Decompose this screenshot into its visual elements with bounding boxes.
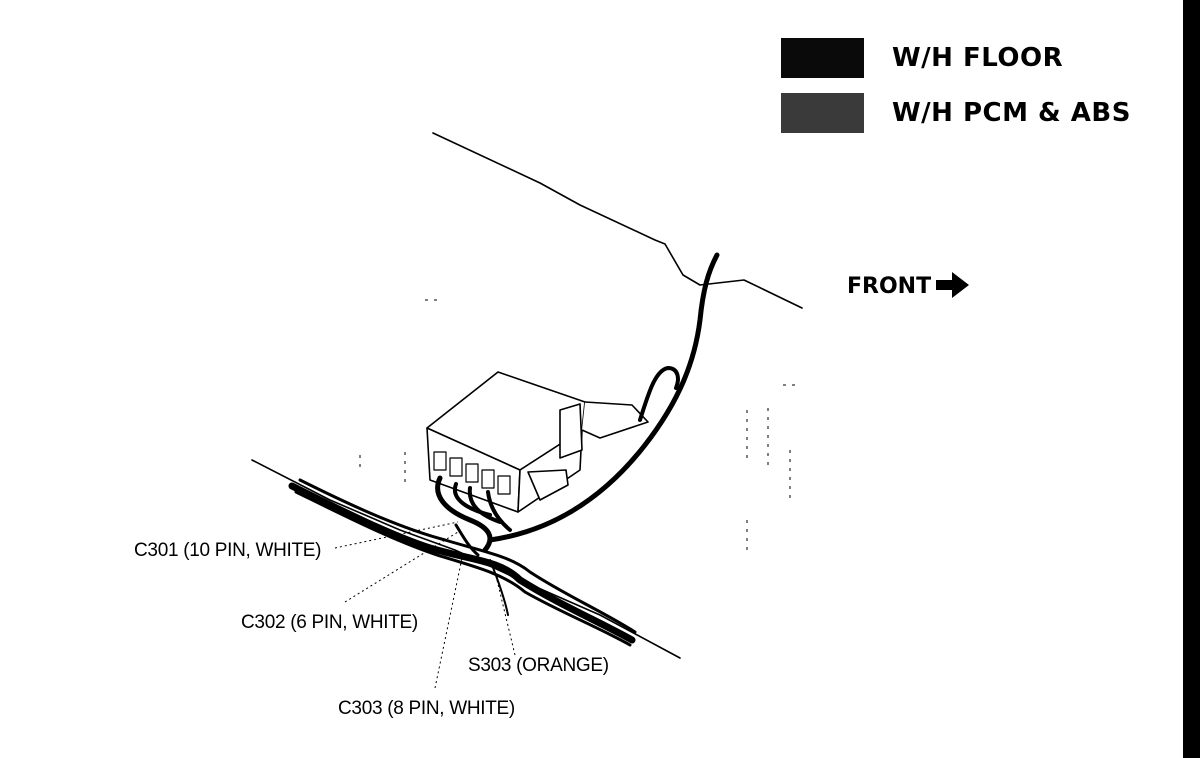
callout-leaders	[334, 521, 516, 689]
right-border-bar	[1183, 0, 1200, 758]
control-module	[426, 371, 649, 513]
module-lead-wires	[435, 475, 512, 557]
harness-pcm-abs	[487, 252, 720, 543]
leader-c302	[344, 531, 459, 603]
harness-pcm-abs-loop	[638, 366, 680, 422]
module-bracket-tab	[527, 469, 569, 501]
leader-s303	[496, 579, 516, 656]
floor-panel-edge-lower	[251, 459, 681, 659]
legend-label-floor: W/H FLOOR	[892, 43, 1063, 73]
callout-s303: S303 (ORANGE)	[468, 655, 609, 676]
module-mounting-bracket	[581, 401, 649, 439]
callout-c302: C302 (6 PIN, WHITE)	[241, 612, 418, 633]
module-connector-sockets	[433, 451, 511, 495]
harness-floor	[288, 478, 637, 647]
front-label: FRONT	[847, 274, 931, 299]
right-arrow-icon	[936, 272, 969, 298]
legend-swatch-floor	[781, 38, 864, 78]
legend-label-pcm-abs: W/H PCM & ABS	[892, 98, 1131, 128]
callout-c303: C303 (8 PIN, WHITE)	[338, 698, 515, 719]
front-indicator: FRONT	[847, 272, 969, 299]
callout-c301: C301 (10 PIN, WHITE)	[134, 540, 321, 561]
legend: W/H FLOOR W/H PCM & ABS	[781, 38, 1131, 133]
leader-c303	[434, 557, 463, 689]
leader-c301	[334, 521, 459, 549]
module-side-bracket	[559, 403, 583, 459]
legend-swatch-pcm-abs	[781, 93, 864, 133]
body-hint-lines	[359, 299, 800, 555]
floor-panel-edge-upper	[432, 132, 803, 309]
